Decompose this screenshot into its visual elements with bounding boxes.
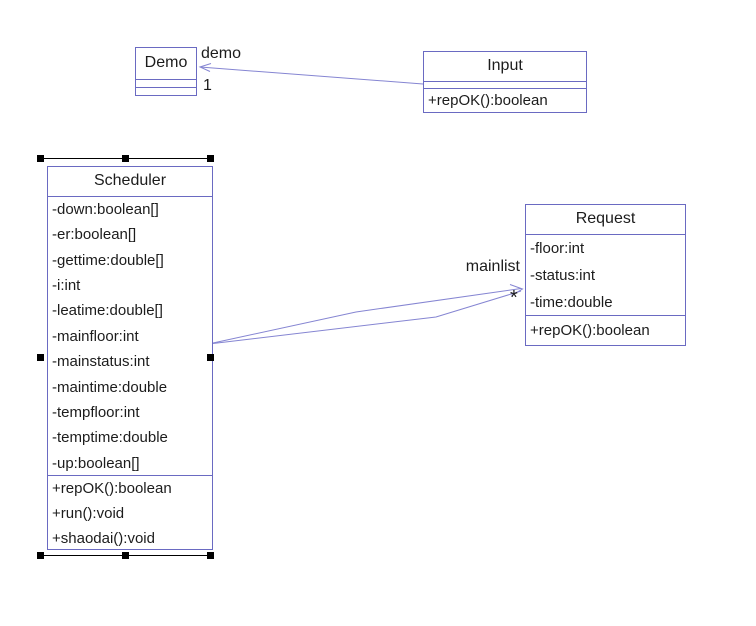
selection-handle-bottom-middle[interactable] <box>122 552 129 559</box>
attribute-item[interactable]: -temptime:double <box>52 429 168 447</box>
operations-compartment: +repOK():boolean <box>526 316 685 345</box>
operation-item[interactable]: +run():void <box>52 505 125 522</box>
attributes-compartment: -down:boolean[] -er:boolean[] -gettime:d… <box>48 197 212 476</box>
selection-handle-bottom-left[interactable] <box>37 552 44 559</box>
attribute-item[interactable]: -mainstatus:int <box>52 353 150 371</box>
operation-item[interactable]: +repOK():boolean <box>52 480 172 497</box>
multiplicity-label-demo[interactable]: 1 <box>203 77 212 94</box>
attribute-item[interactable]: -maintime:double <box>52 378 168 396</box>
attribute-item[interactable]: -time:double <box>530 294 613 311</box>
attributes-compartment: -floor:int -status:int -time:double <box>526 235 685 316</box>
association-demo-arrowhead-icon <box>198 63 212 72</box>
selection-handle-top-right[interactable] <box>207 155 214 162</box>
selection-handle-middle-left[interactable] <box>37 354 44 361</box>
attribute-item[interactable]: -down:boolean[] <box>52 201 159 218</box>
class-name[interactable]: Scheduler <box>48 167 212 197</box>
class-box-scheduler[interactable]: Scheduler -down:boolean[] -er:boolean[] … <box>47 166 213 550</box>
attribute-item[interactable]: -er:boolean[] <box>52 226 137 244</box>
attribute-item[interactable]: -tempfloor:int <box>52 403 140 421</box>
association-mainlist-arrowhead-icon <box>509 284 524 296</box>
association-mainlist-line-lower[interactable] <box>212 290 522 344</box>
attributes-compartment <box>136 80 196 88</box>
association-label-demo[interactable]: demo <box>201 45 242 62</box>
attribute-item[interactable]: -i:int <box>52 277 81 295</box>
association-demo-line[interactable] <box>199 66 424 85</box>
selection-handle-middle-right[interactable] <box>207 354 214 361</box>
operation-item[interactable]: +repOK():boolean <box>428 92 548 109</box>
attribute-item[interactable]: -gettime:double[] <box>52 251 164 269</box>
selection-handle-top-left[interactable] <box>37 155 44 162</box>
attribute-item[interactable]: -status:int <box>530 267 596 284</box>
selection-handle-top-middle[interactable] <box>122 155 129 162</box>
association-mainlist-line-upper[interactable] <box>212 288 522 344</box>
operation-item[interactable]: +repOK():boolean <box>530 322 650 339</box>
multiplicity-label-mainlist[interactable]: * <box>510 287 518 309</box>
attribute-item[interactable]: -up:boolean[] <box>52 454 140 472</box>
class-box-request[interactable]: Request -floor:int -status:int -time:dou… <box>525 204 686 346</box>
class-box-demo[interactable]: Demo <box>135 47 197 96</box>
class-name[interactable]: Input <box>424 52 586 82</box>
class-name[interactable]: Request <box>526 205 685 235</box>
attribute-item[interactable]: -leatime:double[] <box>52 302 163 320</box>
operations-compartment: +repOK():boolean <box>424 89 586 113</box>
attribute-item[interactable]: -mainfloor:int <box>52 327 139 345</box>
operations-compartment: +repOK():boolean +run():void +shaodai():… <box>48 476 212 551</box>
operation-item[interactable]: +shaodai():void <box>52 530 155 547</box>
class-name[interactable]: Demo <box>136 48 196 80</box>
association-label-mainlist[interactable]: mainlist <box>465 258 520 275</box>
attribute-item[interactable]: -floor:int <box>530 240 585 257</box>
selection-handle-bottom-right[interactable] <box>207 552 214 559</box>
attributes-compartment <box>424 82 586 89</box>
class-box-input[interactable]: Input +repOK():boolean <box>423 51 587 113</box>
